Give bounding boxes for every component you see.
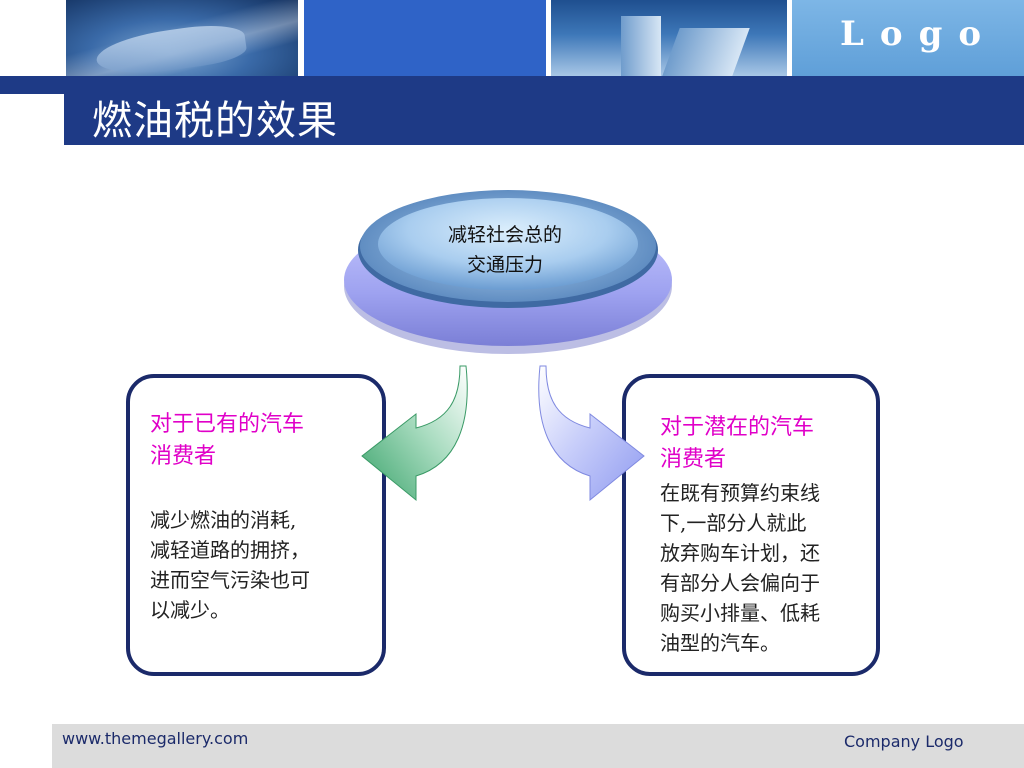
heading-line: 消费者 <box>150 444 217 469</box>
body-line: 油型的汽车。 <box>660 631 780 655</box>
body-line: 进而空气污染也可 <box>150 568 310 592</box>
header-photo-buildings <box>551 0 787 76</box>
body-line: 减轻道路的拥挤， <box>150 538 310 562</box>
existing-consumers-box <box>126 374 386 676</box>
central-text-line: 交通压力 <box>466 254 543 276</box>
existing-consumers-text: 减少燃油的消耗, 减轻道路的拥挤， 进而空气污染也可 以减少。 <box>150 505 364 625</box>
body-line: 减少燃油的消耗, <box>150 508 297 532</box>
footer-bar <box>52 724 1024 768</box>
body-line: 下,一部分人就此 <box>660 511 807 535</box>
potential-consumers-text: 在既有预算约束线 下,一部分人就此 放弃购车计划，还 有部分人会偏向于 购买小排… <box>660 478 872 658</box>
existing-consumers-heading: 对于已有的汽车 消费者 <box>150 409 360 473</box>
body-line: 在既有预算约束线 <box>660 481 820 505</box>
heading-line: 消费者 <box>660 447 727 472</box>
arrows <box>361 365 645 502</box>
footer-company-logo: Company Logo <box>844 732 964 751</box>
logo: Logo <box>840 14 998 54</box>
central-text-line: 减轻社会总的 <box>447 224 562 246</box>
potential-consumers-heading: 对于潜在的汽车 消费者 <box>660 412 870 476</box>
potential-consumers-box <box>622 374 880 676</box>
central-text: 减轻社会总的 交通压力 <box>410 220 600 280</box>
body-line: 购买小排量、低耗 <box>660 601 820 625</box>
heading-line: 对于已有的汽车 <box>150 412 305 437</box>
hands-on-keyboard-image <box>93 19 249 81</box>
footer-website: www.themegallery.com <box>62 729 249 748</box>
body-line: 有部分人会偏向于 <box>660 571 820 595</box>
header-color-block <box>304 0 546 76</box>
central-ellipse <box>344 190 672 354</box>
right-curved-arrow-icon <box>538 365 645 502</box>
page-title: 燃油税的效果 <box>92 98 338 144</box>
logo-panel <box>792 0 1024 76</box>
left-curved-arrow-icon <box>361 365 468 502</box>
body-line: 以减少。 <box>150 598 230 622</box>
header-photo-keyboard <box>66 0 298 81</box>
building-shape <box>621 16 661 76</box>
building-shape <box>662 28 750 76</box>
heading-line: 对于潜在的汽车 <box>660 415 815 440</box>
body-line: 放弃购车计划，还 <box>660 541 820 565</box>
title-bar <box>64 76 1024 145</box>
